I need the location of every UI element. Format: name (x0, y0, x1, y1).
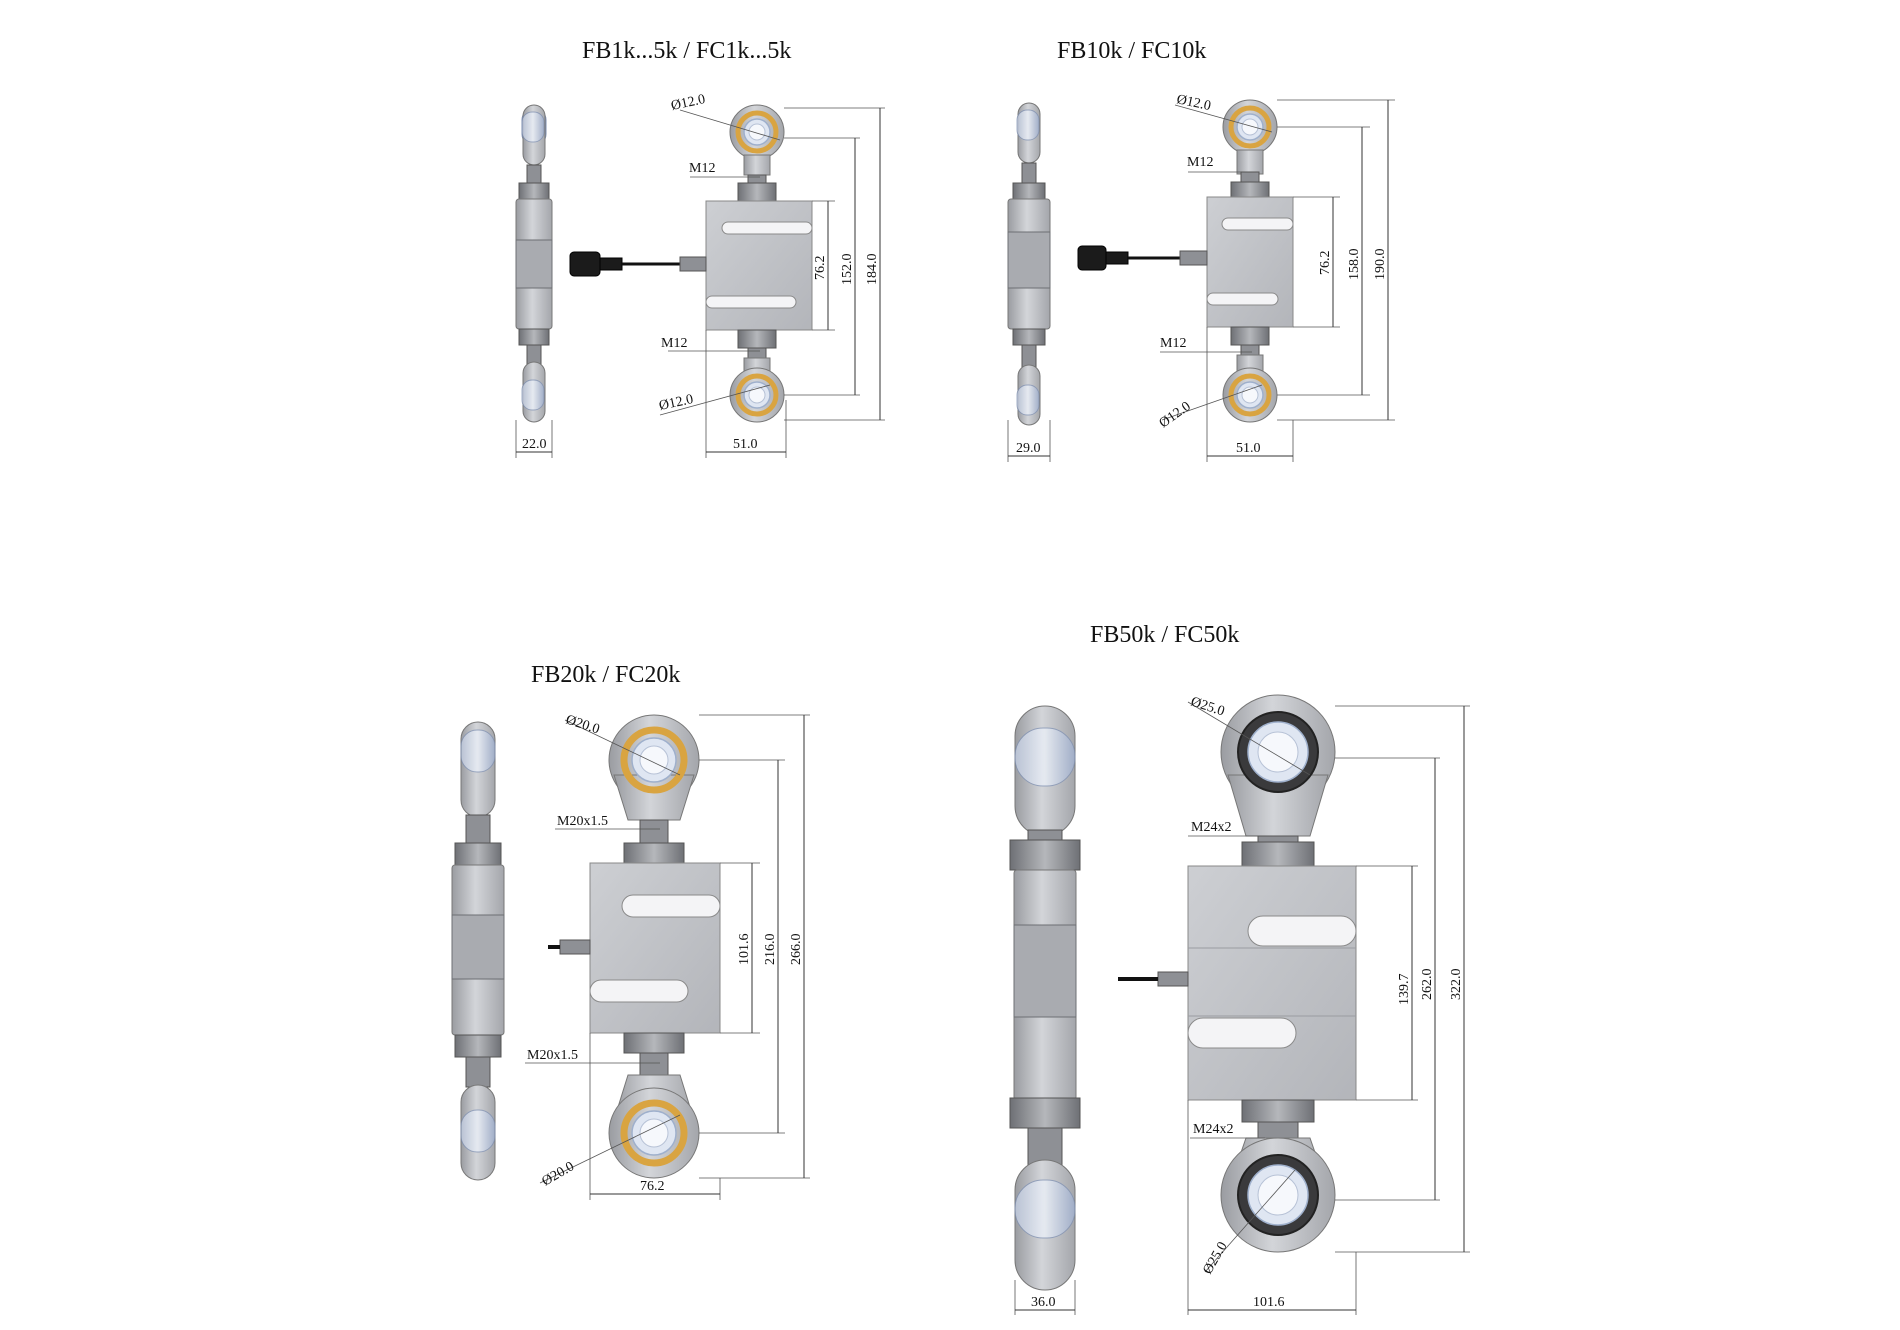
group2-dia-top: Ø12.0 (1175, 92, 1212, 114)
group1-dim-side: 22.0 (522, 437, 547, 452)
group4-dia-bottom: Ø25.0 (1200, 1240, 1230, 1277)
group3-side-view (451, 721, 505, 1181)
group1-dia-bottom: Ø12.0 (658, 392, 695, 414)
group2-dim-total: 190.0 (1373, 249, 1388, 281)
group4-side-view (1009, 705, 1081, 1315)
group2-dim-body: 76.2 (1318, 251, 1333, 276)
group2-thread-bottom: M12 (1160, 336, 1186, 351)
title-group2: FB10k / FC10k (1057, 38, 1207, 64)
group2-dimensions (1160, 99, 1395, 462)
group2-front-view (1077, 99, 1294, 423)
group4-dim-side: 36.0 (1031, 1295, 1056, 1310)
group4-dim-body: 139.7 (1397, 974, 1412, 1006)
group1-dim-centers: 152.0 (840, 254, 855, 286)
group1-front-view (569, 104, 813, 423)
group4-thread-bottom: M24x2 (1193, 1122, 1233, 1137)
group1-dia-top: Ø12.0 (670, 92, 707, 114)
group4-dimensions (1187, 701, 1470, 1315)
group1-dim-total: 184.0 (865, 254, 880, 286)
group4-dim-width: 101.6 (1253, 1295, 1285, 1310)
group4-dia-top: Ø25.0 (1189, 695, 1227, 720)
title-group3: FB20k / FC20k (531, 662, 681, 688)
group4-dim-centers: 262.0 (1420, 969, 1435, 1001)
group1-dim-width: 51.0 (733, 437, 758, 452)
title-group4: FB50k / FC50k (1090, 622, 1240, 648)
group2-dia-bottom: Ø12.0 (1157, 399, 1194, 431)
group2-dim-side: 29.0 (1016, 441, 1041, 456)
group3-front-view (548, 714, 721, 1179)
group2-dim-centers: 158.0 (1347, 249, 1362, 281)
group3-dim-body: 101.6 (737, 934, 752, 966)
group3-dia-bottom: Ø20.0 (540, 1159, 577, 1189)
group3-dim-width: 76.2 (640, 1179, 665, 1194)
group2-side-view (1007, 102, 1051, 462)
group1-dimensions (659, 107, 885, 458)
group2-dim-width: 51.0 (1236, 441, 1261, 456)
group1-thread-bottom: M12 (661, 336, 687, 351)
group3-thread-bottom: M20x1.5 (527, 1048, 578, 1063)
group4-dim-total: 322.0 (1449, 969, 1464, 1001)
group2-thread-top: M12 (1187, 155, 1213, 170)
group1-side-view (515, 104, 553, 458)
group3-dimensions (525, 714, 810, 1200)
title-group1: FB1k...5k / FC1k...5k (582, 38, 792, 64)
group1-thread-top: M12 (689, 161, 715, 176)
group1-dim-body: 76.2 (813, 256, 828, 281)
group3-dim-centers: 216.0 (763, 934, 778, 966)
group3-thread-top: M20x1.5 (557, 814, 608, 829)
group3-dim-total: 266.0 (789, 934, 804, 966)
group3-dia-top: Ø20.0 (564, 713, 602, 738)
group4-thread-top: M24x2 (1191, 820, 1231, 835)
group4-front-view (1118, 694, 1357, 1253)
